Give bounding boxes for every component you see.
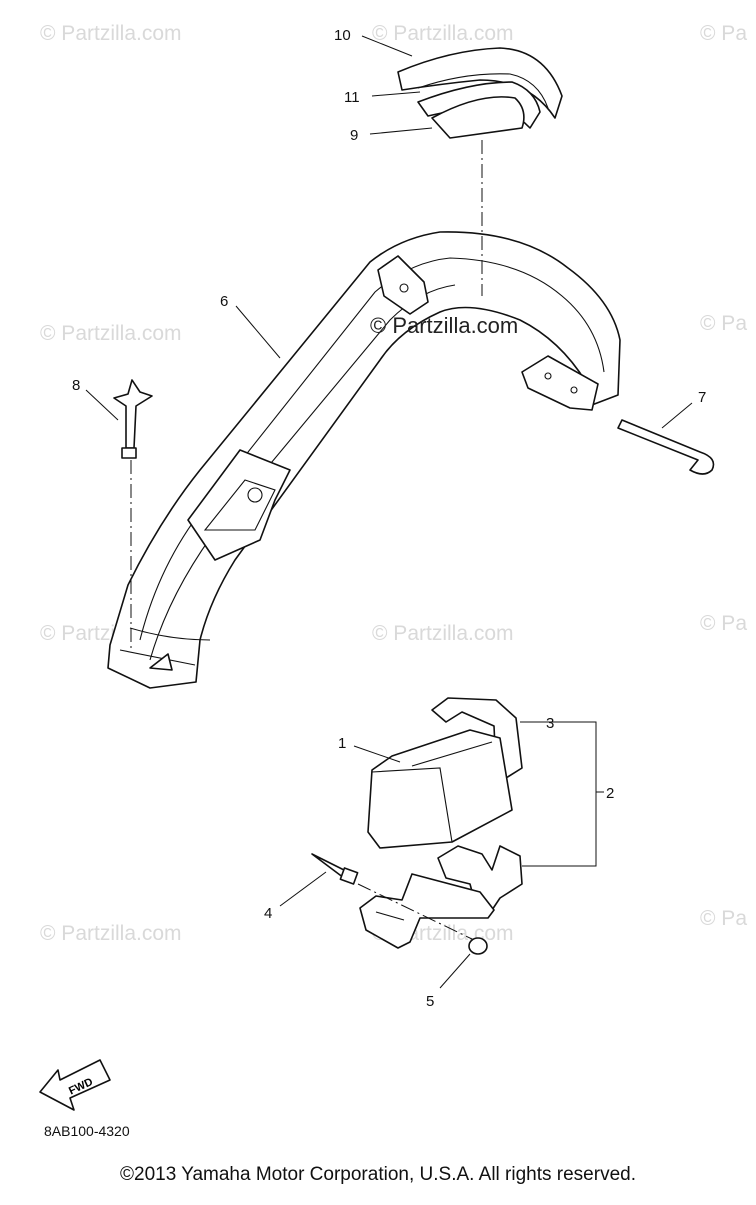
fender-upper-bracket xyxy=(377,255,429,315)
watermark: © Pa xyxy=(700,312,747,335)
callout-9: 9 xyxy=(350,127,358,144)
watermark: © Pa xyxy=(700,612,747,635)
leader-line-6 xyxy=(235,305,281,359)
leader-line-1 xyxy=(353,745,401,763)
leader-lines xyxy=(85,35,693,989)
diagram-code: 8AB100-4320 xyxy=(44,1123,130,1139)
bracket-hole xyxy=(399,283,409,293)
emblem-edge xyxy=(417,73,549,109)
watermark: © Partzilla.com xyxy=(40,22,182,45)
emblem-plate-9 xyxy=(431,96,525,139)
leader-bracket-3-2 xyxy=(520,721,597,867)
fender-inner-line xyxy=(139,257,605,641)
callout-11: 11 xyxy=(344,89,360,106)
fender-lower-bracket xyxy=(187,449,291,561)
leader-line-10 xyxy=(361,35,413,57)
emblem-plates xyxy=(397,47,563,139)
callout-4: 4 xyxy=(264,905,272,922)
battery-tray xyxy=(359,845,523,949)
wing-bolt-nut xyxy=(121,447,137,459)
rear-fender xyxy=(107,231,621,689)
tray-nut-5 xyxy=(468,937,488,955)
callout-2: 2 xyxy=(606,785,614,802)
hinge-hole xyxy=(570,386,578,394)
battery-edge xyxy=(371,767,453,843)
fender-hinge-tab xyxy=(521,355,599,411)
battery-body xyxy=(367,729,513,849)
tray-lower xyxy=(359,873,495,949)
leader-line-11 xyxy=(371,91,421,97)
callout-3: 3 xyxy=(546,715,554,732)
tray-upper xyxy=(437,845,523,911)
battery-edge xyxy=(411,741,493,767)
wing-bolt xyxy=(113,379,153,459)
watermark: © Partzilla.com xyxy=(40,922,182,945)
watermark: © Partzilla.com xyxy=(372,622,514,645)
hinge-pin-rod xyxy=(617,419,715,475)
copyright-notice: ©2013 Yamaha Motor Corporation, U.S.A. A… xyxy=(120,1164,636,1185)
leader-line-5 xyxy=(439,953,471,989)
callout-6: 6 xyxy=(220,293,228,310)
callout-1: 1 xyxy=(338,735,346,752)
screw-axis-line xyxy=(357,883,475,941)
emblem-plate-10 xyxy=(397,47,563,119)
callout-8: 8 xyxy=(72,377,80,394)
leader-line-4 xyxy=(279,871,327,907)
screw-shaft xyxy=(311,853,345,879)
watermark: © Pa xyxy=(700,22,747,45)
leader-line-9 xyxy=(369,127,433,135)
screw-head xyxy=(339,867,359,885)
forward-direction-arrow: FWD xyxy=(39,1059,111,1111)
fender-outer-shell xyxy=(107,231,621,689)
callout-labels: 10 11 9 6 7 8 1 3 2 4 5 xyxy=(72,27,706,1010)
callout-10: 10 xyxy=(334,27,351,44)
leader-line-7 xyxy=(661,402,693,429)
fender-tip-lines xyxy=(119,627,211,666)
leader-line-8 xyxy=(85,389,119,421)
watermark: © Partzilla.com xyxy=(40,322,182,345)
watermark: © Partzilla.com xyxy=(372,22,514,45)
watermark: © Pa xyxy=(700,907,747,930)
wing-bolt-body xyxy=(113,379,153,449)
bracket-recess xyxy=(203,479,276,531)
bracket-hole xyxy=(247,487,263,503)
callout-7: 7 xyxy=(698,389,706,406)
center-watermark: © Partzilla.com xyxy=(370,313,518,338)
hinge-hole xyxy=(544,372,552,380)
fwd-arrow-icon xyxy=(39,1059,111,1111)
battery-box xyxy=(367,729,513,849)
tray-screw xyxy=(311,853,359,885)
callout-5: 5 xyxy=(426,993,434,1010)
tray-edge xyxy=(375,911,421,943)
hinge-pin xyxy=(617,419,715,475)
fender-arrow-mark xyxy=(149,653,173,671)
